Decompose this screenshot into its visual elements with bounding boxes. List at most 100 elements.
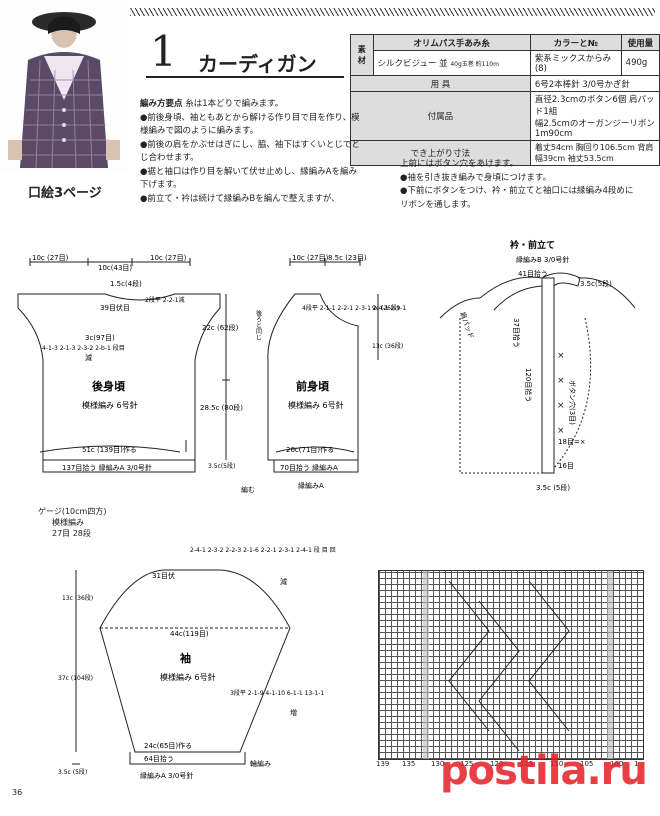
front-arm-h: 13c (36段): [372, 342, 403, 350]
col-color: カラーと№: [529, 34, 622, 51]
pattern-title: カーディガン: [198, 52, 317, 76]
chart-axis-label: 125: [460, 760, 474, 768]
sleeve-width: 44c(119目): [170, 630, 209, 638]
back-neck-bind: 39目伏目: [100, 303, 130, 312]
parts-line-2: 幅2.5cmのオーガンジーリボン1m90cm: [534, 119, 655, 139]
gauge-box: ゲージ(10cm四方) 模様編み 27目 28段: [38, 506, 106, 539]
tools-value: 6号2本棒針 3/0号かぎ針: [529, 75, 660, 92]
instruction-item: 上前にはボタン穴をあけます。: [400, 159, 519, 169]
sleeve-cap-rule: 2-4-1 2-3-2 2-2-3 2-1-6 2-2-1 2-3-1 2-4-…: [190, 546, 336, 554]
sleeve-inc-rule: 3段平 2-1-9 4-1-10 6-1-1 13-1-1: [230, 689, 324, 697]
gauge-pattern: 模様編み: [52, 518, 84, 527]
sleeve-edge-h: 3.5c (5段): [58, 768, 87, 776]
instruction-item: ●前立て・衿は続けて縁編みBを編んで整えますが、: [140, 193, 340, 204]
front-top-w1: 10c (27目): [292, 254, 329, 262]
label-parts: 付属品: [350, 91, 531, 141]
back-armhole-w: 3c(97目): [85, 334, 115, 342]
collar-band-diagram: × × × × 衿・前立て 縁編みB 3/0号針 41目拾う 3.5c(5段) 肩パッ…: [439, 239, 636, 492]
chart-axis-label: 115: [520, 760, 534, 768]
instruction-item: ●裾と袖口は作り目を解いて伏せ止めし、縁編みAを編み下げます。: [140, 166, 357, 191]
collar-width: 3.5c(5段): [580, 279, 612, 288]
page-number: 36: [12, 788, 23, 797]
sleeve-name: 袖: [180, 651, 191, 665]
back-neck-dec: 1.5c(4段): [110, 279, 142, 288]
size-value: 着丈54cm 胸回り106.5cm 背肩幅39cm 袖丈53.5cm: [529, 140, 660, 166]
gauge-value: 27目 28段: [52, 529, 91, 538]
yarn-name: シルクビジュー 並: [377, 59, 448, 69]
sleeve-cap-h: 13c (36段): [62, 594, 93, 602]
stitch-chart: [378, 570, 644, 760]
instructions-intro: 糸は1本どりで編みます。: [185, 99, 284, 109]
parts-line-1: 直径2.3cmのボタン6個 肩パッド1組: [534, 95, 655, 117]
sleeve-cast-on: 24c(65目)作る: [144, 741, 192, 750]
col-yarn: オリムパス手あみ糸: [372, 34, 531, 51]
back-edge-h: 3.5c(5段): [208, 462, 235, 470]
watermark: postila.ru: [440, 748, 648, 794]
label-material: 素材: [350, 34, 374, 76]
sleeve-edge2: 縁編みA 3/0号針: [140, 771, 193, 780]
title-underline: [146, 76, 344, 78]
yarn-color: 紫系ミックスからみ (8): [529, 50, 622, 76]
sleeve-bind: 31目伏: [152, 571, 175, 580]
back-top-w2: 10c(43目): [98, 264, 132, 272]
front-neck-h: 9c (26段): [372, 304, 399, 312]
back-armhole-rule: 4-1-3 2-1-3 2-3-2 2-b-1 段目: [42, 344, 125, 352]
photo-thumbnail: [0, 0, 128, 170]
collar-pickup-120: 120目拾う: [524, 368, 533, 402]
collar-b16: 16目: [558, 462, 574, 470]
svg-text:×: ×: [557, 351, 565, 361]
back-cast-on: 51c (139目)作る: [82, 445, 137, 454]
front-shoulder-lbl: 後ろと同じ: [255, 309, 262, 340]
back-height-upper: 22c (62段): [202, 323, 239, 332]
sleeve-dec: 減: [280, 577, 287, 586]
front-name: 前身頃: [296, 379, 330, 393]
front-top-w2: 8.5c (23目): [328, 254, 367, 262]
collar-pickup-37: 37目拾う: [512, 318, 521, 348]
chart-axis-label: 120: [490, 760, 504, 768]
collar-title: 衿・前立て: [510, 239, 555, 251]
back-edge: 137目拾う 縁編みA 3/0号針: [62, 463, 152, 472]
sleeve-pattern: 模様編み 6号針: [160, 672, 216, 682]
instruction-item: ●下前にボタンをつけ、衿・前立てと袖口には縁編み4段めにリボンを通します。: [400, 186, 634, 210]
svg-text:×: ×: [557, 426, 565, 436]
sleeve-len: 37c (104段): [58, 674, 93, 682]
label-size: でき上がり寸法: [350, 140, 531, 166]
collar-pickup-top: 41目拾う: [518, 269, 548, 278]
front-edge: 70目拾う 縁編みA: [280, 463, 338, 472]
svg-text:×: ×: [557, 376, 565, 386]
back-name: 後身頃: [92, 379, 126, 393]
instructions-heading: 編み方要点: [140, 99, 183, 109]
chart-axis-label: 130: [431, 760, 445, 768]
sleeve-diagram: 2-4-1 2-3-2 2-2-3 2-1-6 2-2-1 2-3-1 2-4-…: [58, 546, 336, 780]
chart-axis-label: 100: [610, 760, 624, 768]
gauge-title: ゲージ(10cm四方): [38, 507, 107, 516]
svg-text:×: ×: [557, 401, 565, 411]
chart-axis-label: 135: [402, 760, 416, 768]
chart-axis-label: 139: [376, 760, 390, 768]
collar-edge: 縁編みB 3/0号針: [516, 255, 569, 264]
label-tools: 用 具: [350, 75, 531, 92]
photo-caption: 口絵3ページ: [28, 186, 102, 201]
chart-axis-label: 105: [580, 760, 594, 768]
title-rule: [130, 8, 655, 16]
chart-axis-label: 1: [634, 760, 639, 768]
sleeve-edge: 64目拾う: [144, 754, 174, 763]
instructions-right: 上前にはボタン穴をあけます。 ●袖を引き抜き編みで身頃につけます。 ●下前にボタ…: [400, 158, 640, 212]
chart-axis-label: 110: [550, 760, 564, 768]
instruction-item: ●前後の肩をかぶせはぎにし、脇、袖下はすくいとじでとじ合わせます。: [140, 139, 360, 164]
front-edge-h: 縁編みA: [298, 481, 324, 490]
instructions-left: 編み方要点 糸は1本どりで編みます。 ●前後身頃、袖ともあとから解ける作り目で目…: [140, 98, 362, 206]
instruction-item: ●袖を引き抜き編みで身頃につけます。: [400, 172, 552, 183]
collar-pad: 肩パッド: [458, 311, 476, 340]
front-bodice-diagram: 10c (27目) 8.5c (23目) 後ろと同じ 4段平 2-1-1 2-2…: [240, 254, 406, 494]
back-arm-dec: 減: [85, 353, 92, 362]
collar-buttonhole: ボタン穴(3目): [568, 380, 577, 425]
sleeve-cuff: 輪編み: [250, 759, 271, 768]
front-neck-rule: 4段平 2-1-1 2-2-1 2-3-1 2-4-1 2-9-1: [302, 304, 406, 312]
back-pattern: 模様編み 6号針: [82, 400, 138, 410]
back-bodice-diagram: 10c (27目) 10c(43目) 10c (27目) 1.5c(4段) 39…: [17, 254, 243, 473]
back-top-w1: 10c (27目): [32, 254, 69, 262]
collar-b18: 18目=×: [558, 438, 586, 446]
back-height-lower: 28.5c (80段): [200, 403, 243, 412]
back-top-w3: 10c (27目): [150, 254, 187, 262]
